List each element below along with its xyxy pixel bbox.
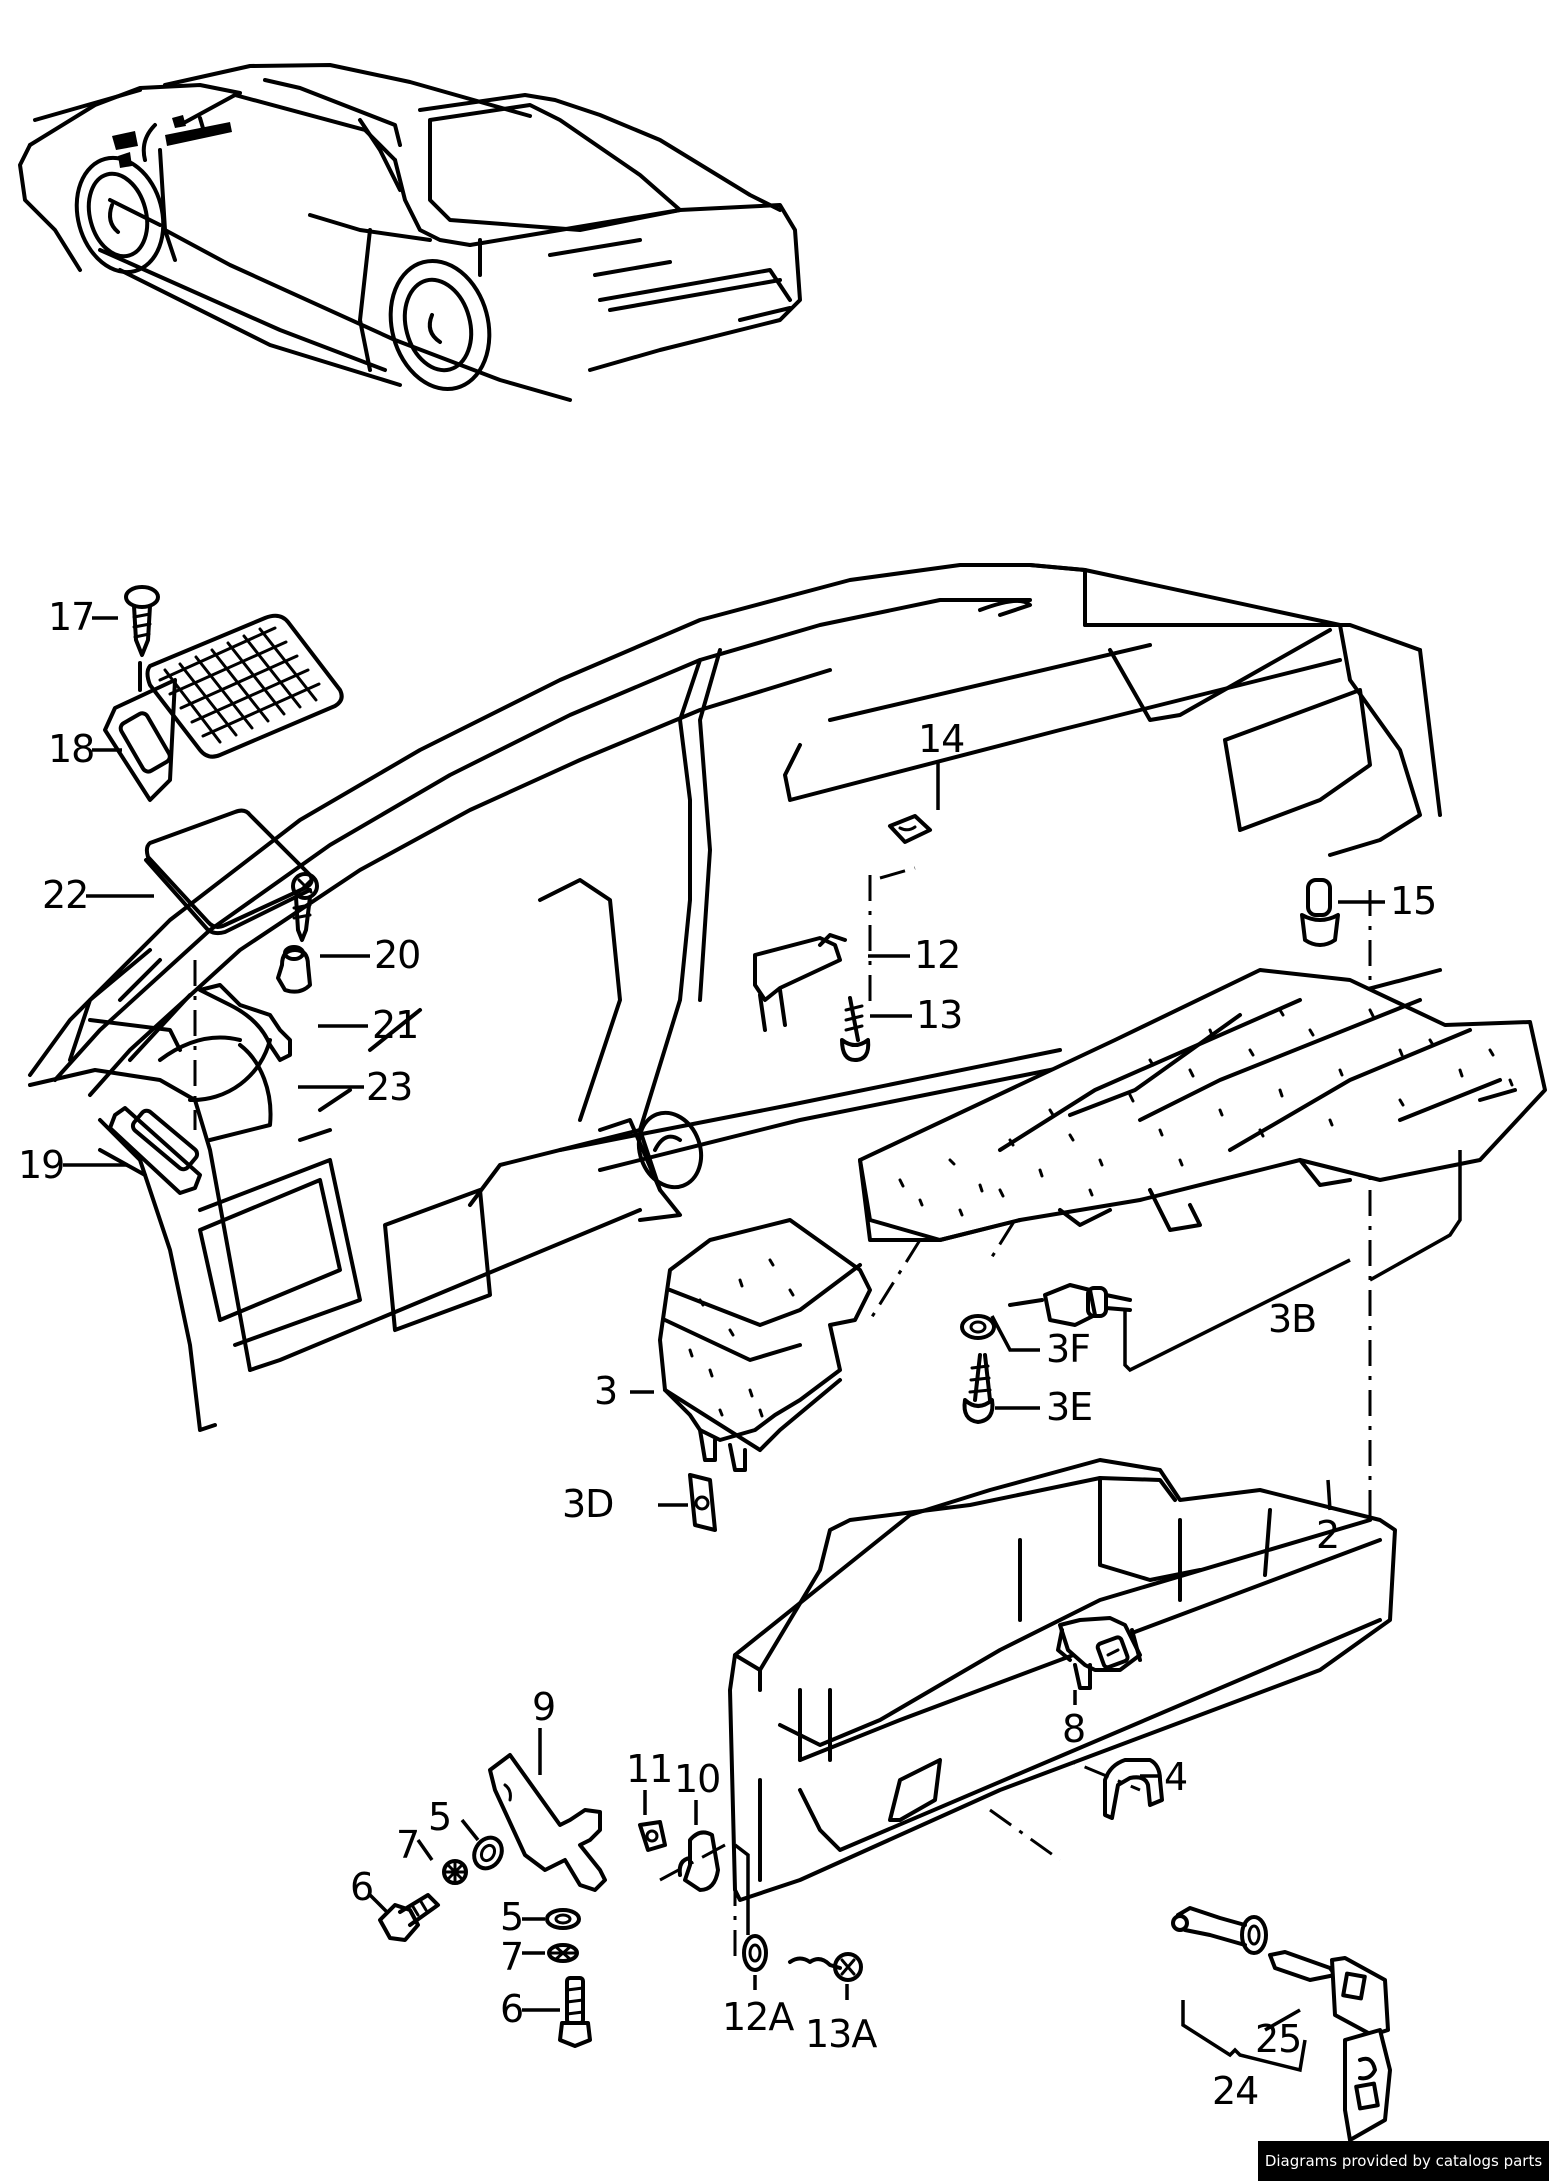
callout-18[interactable]: 18 xyxy=(48,727,95,771)
part-7-lock-washer-lower xyxy=(547,1943,579,1963)
part-15-buffer xyxy=(1300,878,1340,947)
callout-13[interactable]: 13 xyxy=(916,993,963,1037)
callout-10[interactable]: 10 xyxy=(674,1757,721,1801)
part-17-screw xyxy=(124,585,160,692)
callout-20[interactable]: 20 xyxy=(374,933,421,977)
callout-3[interactable]: 3 xyxy=(594,1369,618,1413)
car-overview-illustration xyxy=(18,63,802,402)
part-8-lock xyxy=(1056,1616,1142,1690)
callout-19[interactable]: 19 xyxy=(18,1143,65,1187)
diagram-credit-banner: Diagrams provided by catalogs parts xyxy=(1258,2141,1549,2181)
callout-13a[interactable]: 13A xyxy=(805,2012,878,2056)
part-9-hinge-bracket xyxy=(488,1753,607,1892)
callout-3d[interactable]: 3D xyxy=(562,1482,614,1526)
part-5-washer-lower xyxy=(545,1908,581,1930)
part-14-clip xyxy=(888,814,932,844)
callout-6-upper[interactable]: 6 xyxy=(350,1865,374,1909)
callout-8[interactable]: 8 xyxy=(1062,1707,1086,1751)
part-3b-switch xyxy=(1008,1283,1132,1327)
part-20-screw xyxy=(291,872,319,942)
callout-22[interactable]: 22 xyxy=(42,873,89,917)
part-3-air-duct xyxy=(658,1218,872,1472)
callout-4[interactable]: 4 xyxy=(1164,1755,1188,1799)
part-13-screw xyxy=(840,996,871,1062)
part-23-bracket xyxy=(198,983,292,1062)
part-13a-screw xyxy=(788,1952,863,1982)
callout-3f[interactable]: 3F xyxy=(1046,1327,1091,1371)
callout-9[interactable]: 9 xyxy=(532,1685,556,1729)
callout-2[interactable]: 2 xyxy=(1316,1513,1340,1557)
callout-5-lower[interactable]: 5 xyxy=(500,1895,524,1939)
part-7-lock-washer-upper xyxy=(442,1859,468,1885)
part-4-clip xyxy=(1103,1758,1164,1820)
callout-6-lower[interactable]: 6 xyxy=(500,1987,524,2031)
callout-17[interactable]: 17 xyxy=(48,595,95,639)
part-3e-screw xyxy=(962,1353,995,1424)
part-18-grille xyxy=(103,613,344,802)
callout-3b[interactable]: 3B xyxy=(1268,1297,1317,1341)
foam-texture xyxy=(898,1008,1514,1217)
part-3d-speed-nut xyxy=(688,1473,717,1532)
callout-15[interactable]: 15 xyxy=(1390,879,1437,923)
part-6-bolt-upper xyxy=(378,1893,440,1942)
part-19-vent-trim xyxy=(108,1106,202,1195)
part-5-washer-upper xyxy=(472,1835,504,1871)
callout-7-lower[interactable]: 7 xyxy=(500,1935,524,1979)
part-3b-insulation-tray xyxy=(858,968,1547,1242)
part-6-bolt-lower xyxy=(558,1976,592,2048)
bracket-24-leader xyxy=(1181,2000,1307,2073)
callout-25[interactable]: 25 xyxy=(1255,2017,1302,2061)
part-24-lock-cylinder xyxy=(1171,1906,1268,1955)
part-25-key xyxy=(1268,1950,1392,2142)
callout-14[interactable]: 14 xyxy=(918,717,965,761)
callout-11[interactable]: 11 xyxy=(626,1747,673,1791)
part-3f-washer xyxy=(960,1314,996,1340)
leader-lines xyxy=(63,616,1385,2032)
part-11-clip xyxy=(638,1820,667,1852)
dashboard-panel xyxy=(28,563,1442,1432)
callout-5-upper[interactable]: 5 xyxy=(428,1795,452,1839)
part-21-clip-nut xyxy=(276,945,312,994)
bracket-3b-leader xyxy=(1123,1150,1462,1373)
callout-12a[interactable]: 12A xyxy=(722,1995,795,2039)
callout-3e[interactable]: 3E xyxy=(1046,1385,1093,1429)
part-12a-washer xyxy=(733,1843,768,1972)
part-2-glove-box xyxy=(728,1458,1397,1902)
callout-24[interactable]: 24 xyxy=(1212,2069,1259,2113)
callout-7-upper[interactable]: 7 xyxy=(396,1823,420,1867)
callout-labels: 17 18 22 20 21 23 19 14 12 13 15 3 3B 3F… xyxy=(18,595,1437,2113)
part-12-bracket xyxy=(753,933,847,1032)
part-10-hinge xyxy=(677,1830,720,1892)
callout-23[interactable]: 23 xyxy=(366,1065,413,1109)
callout-21[interactable]: 21 xyxy=(372,1003,419,1047)
callout-12[interactable]: 12 xyxy=(914,933,961,977)
credit-text: Diagrams provided by catalogs parts xyxy=(1264,2152,1543,2170)
